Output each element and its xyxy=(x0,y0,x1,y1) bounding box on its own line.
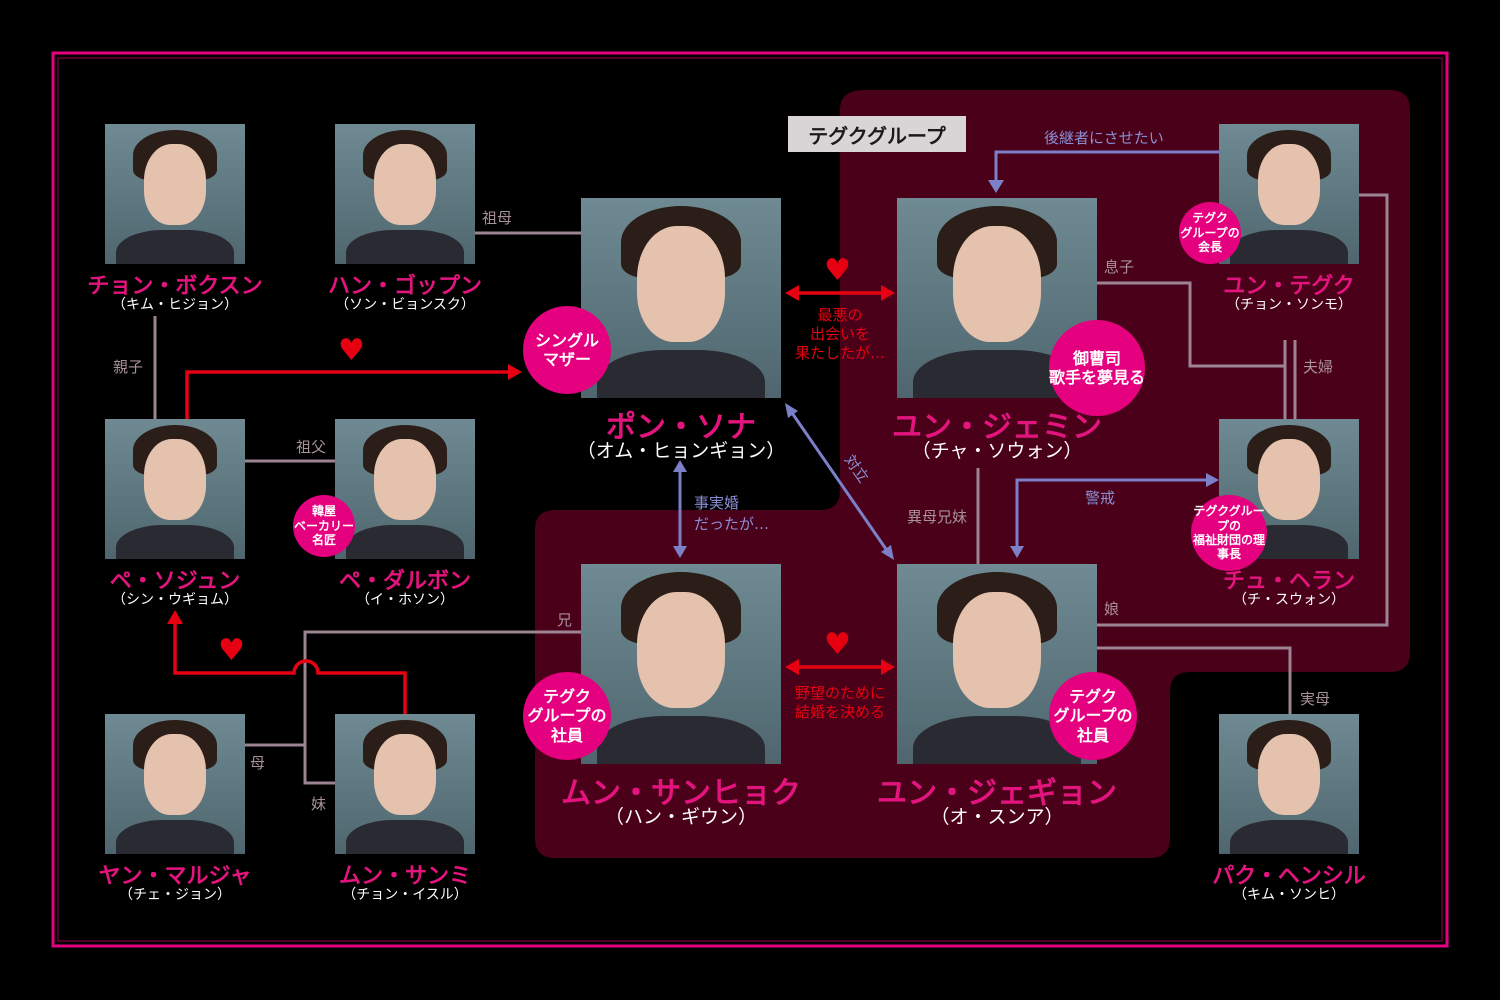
character-photo xyxy=(335,124,475,264)
character-name: ポン・ソナ xyxy=(606,410,756,445)
group-title-label: テグクグループ xyxy=(788,116,966,152)
relation-grandmother: 祖母 xyxy=(482,209,513,227)
character-badge: 御曹司 歌手を夢見る xyxy=(1049,320,1145,416)
character-name: パク・ヘンシル xyxy=(1212,863,1366,889)
heart-icon: ♥ xyxy=(218,633,245,668)
character-name: ムン・サンヒョク xyxy=(561,776,801,811)
character-chon-boksun: チョン・ボクスン （キム・ヒジョン） xyxy=(87,124,263,313)
character-name: ユン・ジェミン xyxy=(892,410,1102,445)
character-badge: 韓屋 ベーカリー 名匠 xyxy=(293,495,355,557)
relation-younger-sister: 妹 xyxy=(311,795,327,813)
actor-name: （チェ・ジョン） xyxy=(119,887,231,903)
character-han-goppun: ハン・ゴップン （ソン・ビョンスク） xyxy=(328,124,482,313)
character-pe-darubon: ペ・ダルボン （イ・ホソン） 韓屋 ベーカリー 名匠 xyxy=(293,419,475,608)
relation-worst-meeting: 最悪の 出会いを 果たしたが… xyxy=(794,306,885,362)
relation-marriage-ambition: 野望のために 結婚を決める xyxy=(794,684,885,721)
actor-name: （オム・ヒョンギョン） xyxy=(576,440,786,462)
actor-name: （チョン・イスル） xyxy=(342,887,468,903)
character-badge: テグク グループの 社員 xyxy=(1049,672,1137,760)
character-name: ヤン・マルジャ xyxy=(98,863,252,889)
actor-name: （キム・ソンヒ） xyxy=(1233,887,1345,903)
character-pon-sona: ポン・ソナ （オム・ヒョンギョン） シングル マザー xyxy=(523,198,785,462)
character-badge: テグクグループの 福祉財団の理事長 xyxy=(1191,495,1267,571)
character-yun-teguku: ユン・テグク （チョン・ソンモ） テグク グループの 会長 xyxy=(1179,124,1359,313)
character-yun-jegyon: ユン・ジェギョン （オ・スンア） テグク グループの 社員 xyxy=(877,564,1137,828)
frame-border xyxy=(51,51,1449,948)
actor-name: （キム・ヒジョン） xyxy=(112,297,238,313)
relation-wary: 警戒 xyxy=(1085,489,1116,507)
character-name: ハン・ゴップン xyxy=(327,273,482,299)
heart-icon: ♥ xyxy=(824,627,851,662)
heart-icon: ♥ xyxy=(338,333,365,368)
character-name: ユン・テグク xyxy=(1223,273,1355,299)
actor-name: （オ・スンア） xyxy=(930,806,1064,828)
actor-name: （ソン・ビョンスク） xyxy=(335,297,475,313)
character-name: チュ・ヘラン xyxy=(1222,568,1355,594)
relation-de-facto: 事実婚 だったが… xyxy=(694,494,770,533)
actor-name: （チャ・ソウォン） xyxy=(911,440,1083,462)
actor-name: （シン・ウギョム） xyxy=(112,592,238,608)
relation-successor: 後継者にさせたい xyxy=(1044,129,1164,147)
character-yan-maruja: ヤン・マルジャ （チェ・ジョン） xyxy=(99,714,251,903)
character-photo xyxy=(105,714,245,854)
character-badge: シングル マザー xyxy=(523,306,611,394)
actor-name: （イ・ホソン） xyxy=(356,592,454,608)
character-photo xyxy=(1219,714,1359,854)
actor-name: （チ・スウォン） xyxy=(1233,592,1345,608)
character-paku-hensiru: パク・ヘンシル （キム・ソンヒ） xyxy=(1212,714,1366,903)
character-mun-sanhyoku: ムン・サンヒョク （ハン・ギウン） テグク グループの 社員 xyxy=(523,564,801,828)
actor-name: （ハン・ギウン） xyxy=(604,806,757,828)
character-badge: テグク グループの 社員 xyxy=(523,672,611,760)
relation-parent-child: 親子 xyxy=(113,358,144,376)
relation-son: 息子 xyxy=(1104,258,1135,276)
character-name: ユン・ジェギョン xyxy=(877,776,1117,811)
character-name: ムン・サンミ xyxy=(338,863,471,889)
character-photo xyxy=(105,124,245,264)
actor-name: （チョン・ソンモ） xyxy=(1226,297,1352,313)
character-badge: テグク グループの 会長 xyxy=(1179,202,1241,264)
character-name: チョン・ボクスン xyxy=(87,273,263,299)
character-yun-jemin: ユン・ジェミン （チャ・ソウォン） 御曹司 歌手を夢見る xyxy=(892,198,1145,462)
character-name: ペ・ソジュン xyxy=(109,568,241,594)
character-pe-sojun: ペ・ソジュン （シン・ウギョム） xyxy=(105,419,245,608)
character-photo xyxy=(335,714,475,854)
character-photo xyxy=(335,419,475,559)
character-photo xyxy=(581,564,781,764)
character-chu-heran: チュ・ヘラン （チ・スウォン） テグクグループの 福祉財団の理事長 xyxy=(1191,419,1359,608)
heart-icon: ♥ xyxy=(824,253,851,288)
relation-biological-mother: 実母 xyxy=(1300,690,1331,708)
character-mun-sanmi: ムン・サンミ （チョン・イスル） xyxy=(335,714,475,903)
character-name: ペ・ダルボン xyxy=(338,568,471,594)
relation-daughter: 娘 xyxy=(1104,600,1120,618)
relation-married: 夫婦 xyxy=(1303,358,1334,376)
relation-grandfather: 祖父 xyxy=(296,438,327,456)
character-photo xyxy=(581,198,781,398)
character-photo xyxy=(1219,124,1359,264)
frame-border-inner xyxy=(57,57,1443,942)
relation-half-siblings: 異母兄妹 xyxy=(907,508,968,526)
relation-mother: 母 xyxy=(250,754,266,772)
character-photo xyxy=(105,419,245,559)
relation-older-brother: 兄 xyxy=(557,611,573,629)
